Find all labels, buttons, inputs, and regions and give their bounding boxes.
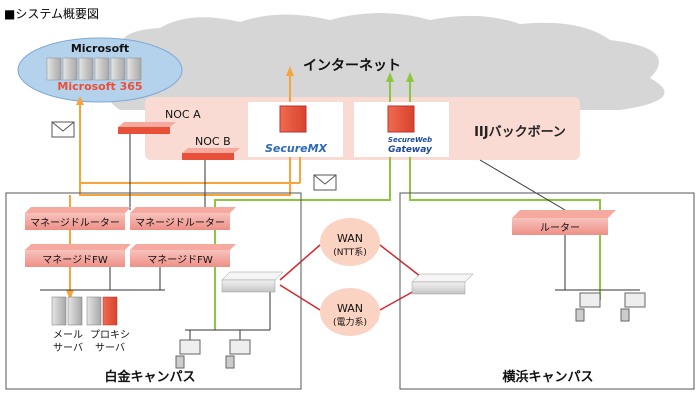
microsoft-365-cloud: Microsoft Microsoft 365	[17, 37, 183, 103]
svg-text:WAN: WAN	[337, 232, 363, 245]
diagram-title: ■システム概要図	[4, 7, 99, 21]
yokohama-router: ルーター	[512, 210, 616, 235]
svg-text:マネージドルーター: マネージドルーター	[30, 217, 120, 229]
svg-text:マネージドルーター: マネージドルーター	[135, 217, 225, 229]
mail-server-label-1: メール	[53, 330, 83, 341]
mail-envelope-icon	[313, 174, 337, 191]
secure-mx-logo: SecureMX	[265, 142, 328, 155]
microsoft-server-icons	[46, 57, 142, 81]
svg-text:WAN: WAN	[337, 302, 363, 315]
shirokane-campus-label: 白金キャンパス	[104, 369, 195, 385]
arrow-down-to-mail-server-icon	[66, 290, 74, 300]
svg-text:(電力系): (電力系)	[333, 316, 367, 328]
arrow-up-to-internet-icon	[286, 66, 294, 76]
mail-server-label-2: サーバ	[53, 342, 83, 354]
arrow-up-green-right-icon	[406, 72, 414, 82]
managed-router-1: マネージドルーター	[25, 207, 131, 230]
svg-text:(NTT系): (NTT系)	[333, 247, 367, 258]
noc-a-label: NOC A	[165, 108, 201, 121]
managed-fw-2: マネージドFW	[130, 244, 236, 267]
secure-mx-service: SecureMX	[248, 102, 343, 157]
shirokane-switch-icon	[221, 271, 284, 293]
shirokane-campus-area	[5, 192, 302, 390]
internet-label: インターネット	[303, 58, 401, 74]
svg-text:マネージドFW: マネージドFW	[42, 254, 108, 266]
microsoft-title: Microsoft	[71, 42, 129, 55]
secure-web-gateway-service: SecureWeb Gateway	[354, 102, 449, 157]
secure-web-logo-bottom: Gateway	[388, 145, 433, 155]
arrow-up-green-left-icon	[386, 72, 394, 82]
shirokane-pc-icon	[225, 339, 251, 369]
proxy-server-icon	[86, 296, 118, 326]
wan-power: WAN (電力系)	[320, 288, 380, 336]
internet-cloud: インターネット	[105, 13, 665, 110]
wan-ntt: WAN (NTT系)	[320, 218, 380, 266]
yokohama-campus-label: 横浜キャンパス	[502, 369, 593, 385]
noc-b-label: NOC B	[195, 135, 231, 148]
arrow-up-to-microsoft-icon	[76, 96, 84, 105]
managed-router-2: マネージドルーター	[130, 207, 236, 230]
svg-text:ルーター: ルーター	[540, 222, 580, 234]
noc-a-router-icon	[118, 122, 176, 134]
yokohama-pc-icon	[620, 292, 646, 322]
noc-b-router-icon	[182, 148, 240, 160]
yokohama-switch-icon	[411, 273, 474, 295]
svg-text:マネージドFW: マネージドFW	[147, 254, 213, 266]
proxy-server-label-2: サーバ	[95, 342, 125, 354]
proxy-server-label-1: プロキシ	[90, 329, 130, 341]
mail-server-icon	[51, 296, 83, 326]
mail-envelope-icon	[51, 121, 75, 138]
shirokane-pc-icon	[175, 339, 201, 369]
yokohama-campus-area	[399, 192, 695, 390]
yokohama-pc-icon	[575, 292, 601, 322]
backbone-label: IIJバックボーン	[474, 124, 566, 140]
secure-web-logo-top: SecureWeb	[388, 136, 432, 144]
managed-fw-1: マネージドFW	[25, 244, 131, 267]
microsoft-365-label: Microsoft 365	[57, 80, 142, 93]
